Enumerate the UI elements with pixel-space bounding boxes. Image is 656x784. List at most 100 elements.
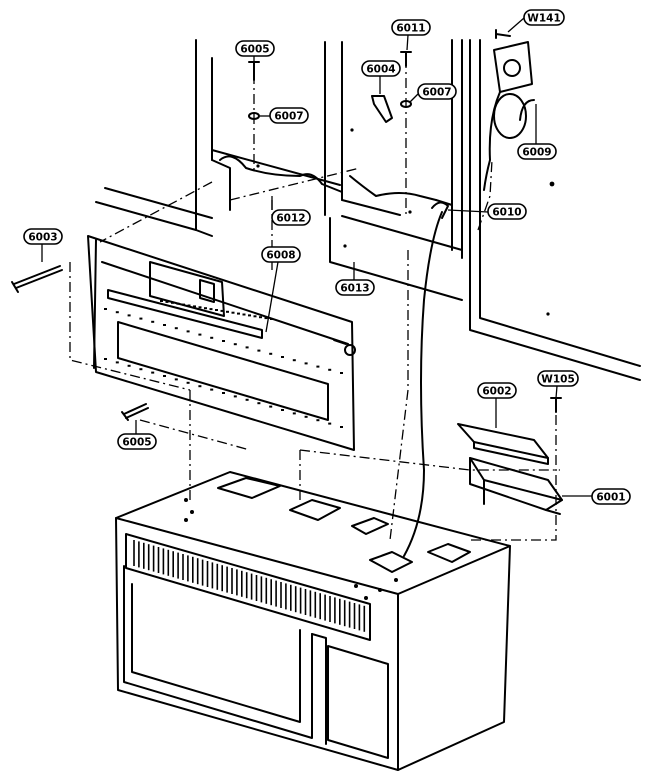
callout-W105: W105 [537, 370, 579, 399]
screw-6011 [400, 51, 412, 67]
plate-hole [281, 409, 284, 411]
callout-6011: 6011 [391, 19, 431, 51]
screw-W105 [550, 397, 562, 413]
plate-hole [233, 343, 237, 346]
plate-hole [171, 301, 174, 304]
plate-hole [226, 310, 229, 313]
plate-hole [151, 371, 155, 374]
plate-hole [292, 359, 296, 362]
plate-hole [340, 372, 343, 374]
svg-text:6013: 6013 [340, 283, 369, 295]
plate-hole [174, 327, 178, 330]
plate-hole [220, 309, 224, 312]
plate-hole [233, 395, 237, 398]
plate-hole [269, 405, 273, 408]
plate-hole [264, 317, 268, 320]
plate-hole [248, 314, 251, 317]
screw-6003 [11, 265, 63, 293]
wall-cabinet [95, 39, 641, 381]
plate-hole [104, 308, 107, 310]
callout-6001: 6001 [562, 488, 631, 505]
plate-hole [210, 388, 214, 391]
plate-hole [139, 368, 143, 371]
plate-hole [242, 313, 246, 316]
callout-6005-upper: 6005 [235, 40, 275, 62]
spacer-6004 [371, 95, 393, 123]
svg-text:6007: 6007 [274, 111, 303, 123]
washer-6007-left [248, 112, 260, 120]
svg-text:W141: W141 [527, 13, 561, 25]
plate-hole [210, 336, 214, 339]
plate-hole [193, 305, 196, 308]
plate-hole [115, 361, 119, 364]
plate-hole [165, 300, 169, 303]
plate-hole [163, 324, 166, 326]
svg-text:6009: 6009 [522, 147, 551, 159]
microwave-oven [115, 471, 511, 771]
plate-hole [151, 320, 155, 323]
plate-hole [104, 358, 107, 360]
plate-hole [231, 311, 235, 314]
plate-hole [269, 352, 273, 355]
plate-hole [245, 398, 249, 401]
svg-text:6008: 6008 [266, 250, 295, 262]
svg-text:6002: 6002 [482, 386, 511, 398]
plate-hole [259, 316, 262, 319]
svg-text:6001: 6001 [596, 492, 625, 504]
mounting-plate [87, 235, 356, 451]
plate-hole [209, 308, 213, 311]
callout-6005-lower: 6005 [117, 420, 157, 450]
plate-hole [198, 306, 202, 309]
plate-hole [186, 381, 190, 384]
plate-hole [174, 378, 178, 381]
screw-W141 [495, 29, 511, 39]
svg-text:6012: 6012 [276, 213, 305, 225]
plate-hole [257, 402, 261, 405]
svg-text:6010: 6010 [492, 207, 521, 219]
bracket-6002 [457, 423, 549, 465]
callout-W141: W141 [507, 9, 565, 33]
plate-hole [160, 300, 163, 302]
plate-hole [198, 385, 202, 388]
vent-grille [133, 540, 366, 632]
plate-holes [104, 300, 343, 428]
plate-hole [304, 362, 308, 365]
plate-hole [198, 333, 202, 336]
plate-hole [139, 317, 143, 320]
svg-text:6011: 6011 [396, 23, 425, 35]
plate-hole [257, 349, 261, 352]
callout-6003: 6003 [23, 228, 63, 262]
damper-6001 [469, 457, 563, 515]
svg-text:6005: 6005 [240, 44, 269, 56]
callout-6013: 6013 [335, 262, 375, 296]
plate-hole [253, 315, 257, 318]
svg-text:6007: 6007 [422, 87, 451, 99]
plate-hole [163, 375, 166, 377]
callout-6009: 6009 [517, 104, 557, 160]
plate-hole [304, 415, 308, 418]
plate-hole [222, 392, 225, 394]
callout-6002: 6002 [477, 382, 517, 428]
clip-6010 [403, 201, 449, 557]
plate-hole [204, 307, 207, 310]
plate-hole [316, 419, 320, 422]
plate-hole [328, 422, 332, 425]
plate-hole [186, 330, 190, 333]
callout-6004: 6004 [361, 60, 401, 94]
plate-hole [176, 302, 180, 305]
plate-hole [127, 314, 131, 317]
screw-6005-upper [248, 61, 260, 81]
plate-hole [215, 309, 218, 311]
washer-6007-right [400, 100, 412, 108]
assembly-guide-lines [69, 58, 560, 541]
plate-hole [127, 364, 131, 367]
callout-6007-right: 6007 [409, 83, 457, 103]
callout-6012: 6012 [271, 196, 311, 226]
svg-text:W105: W105 [541, 374, 575, 386]
callout-6010: 6010 [447, 203, 527, 220]
plate-hole [270, 318, 273, 320]
plate-hole [245, 346, 249, 349]
plate-hole [316, 365, 320, 368]
plate-hole [328, 368, 332, 371]
